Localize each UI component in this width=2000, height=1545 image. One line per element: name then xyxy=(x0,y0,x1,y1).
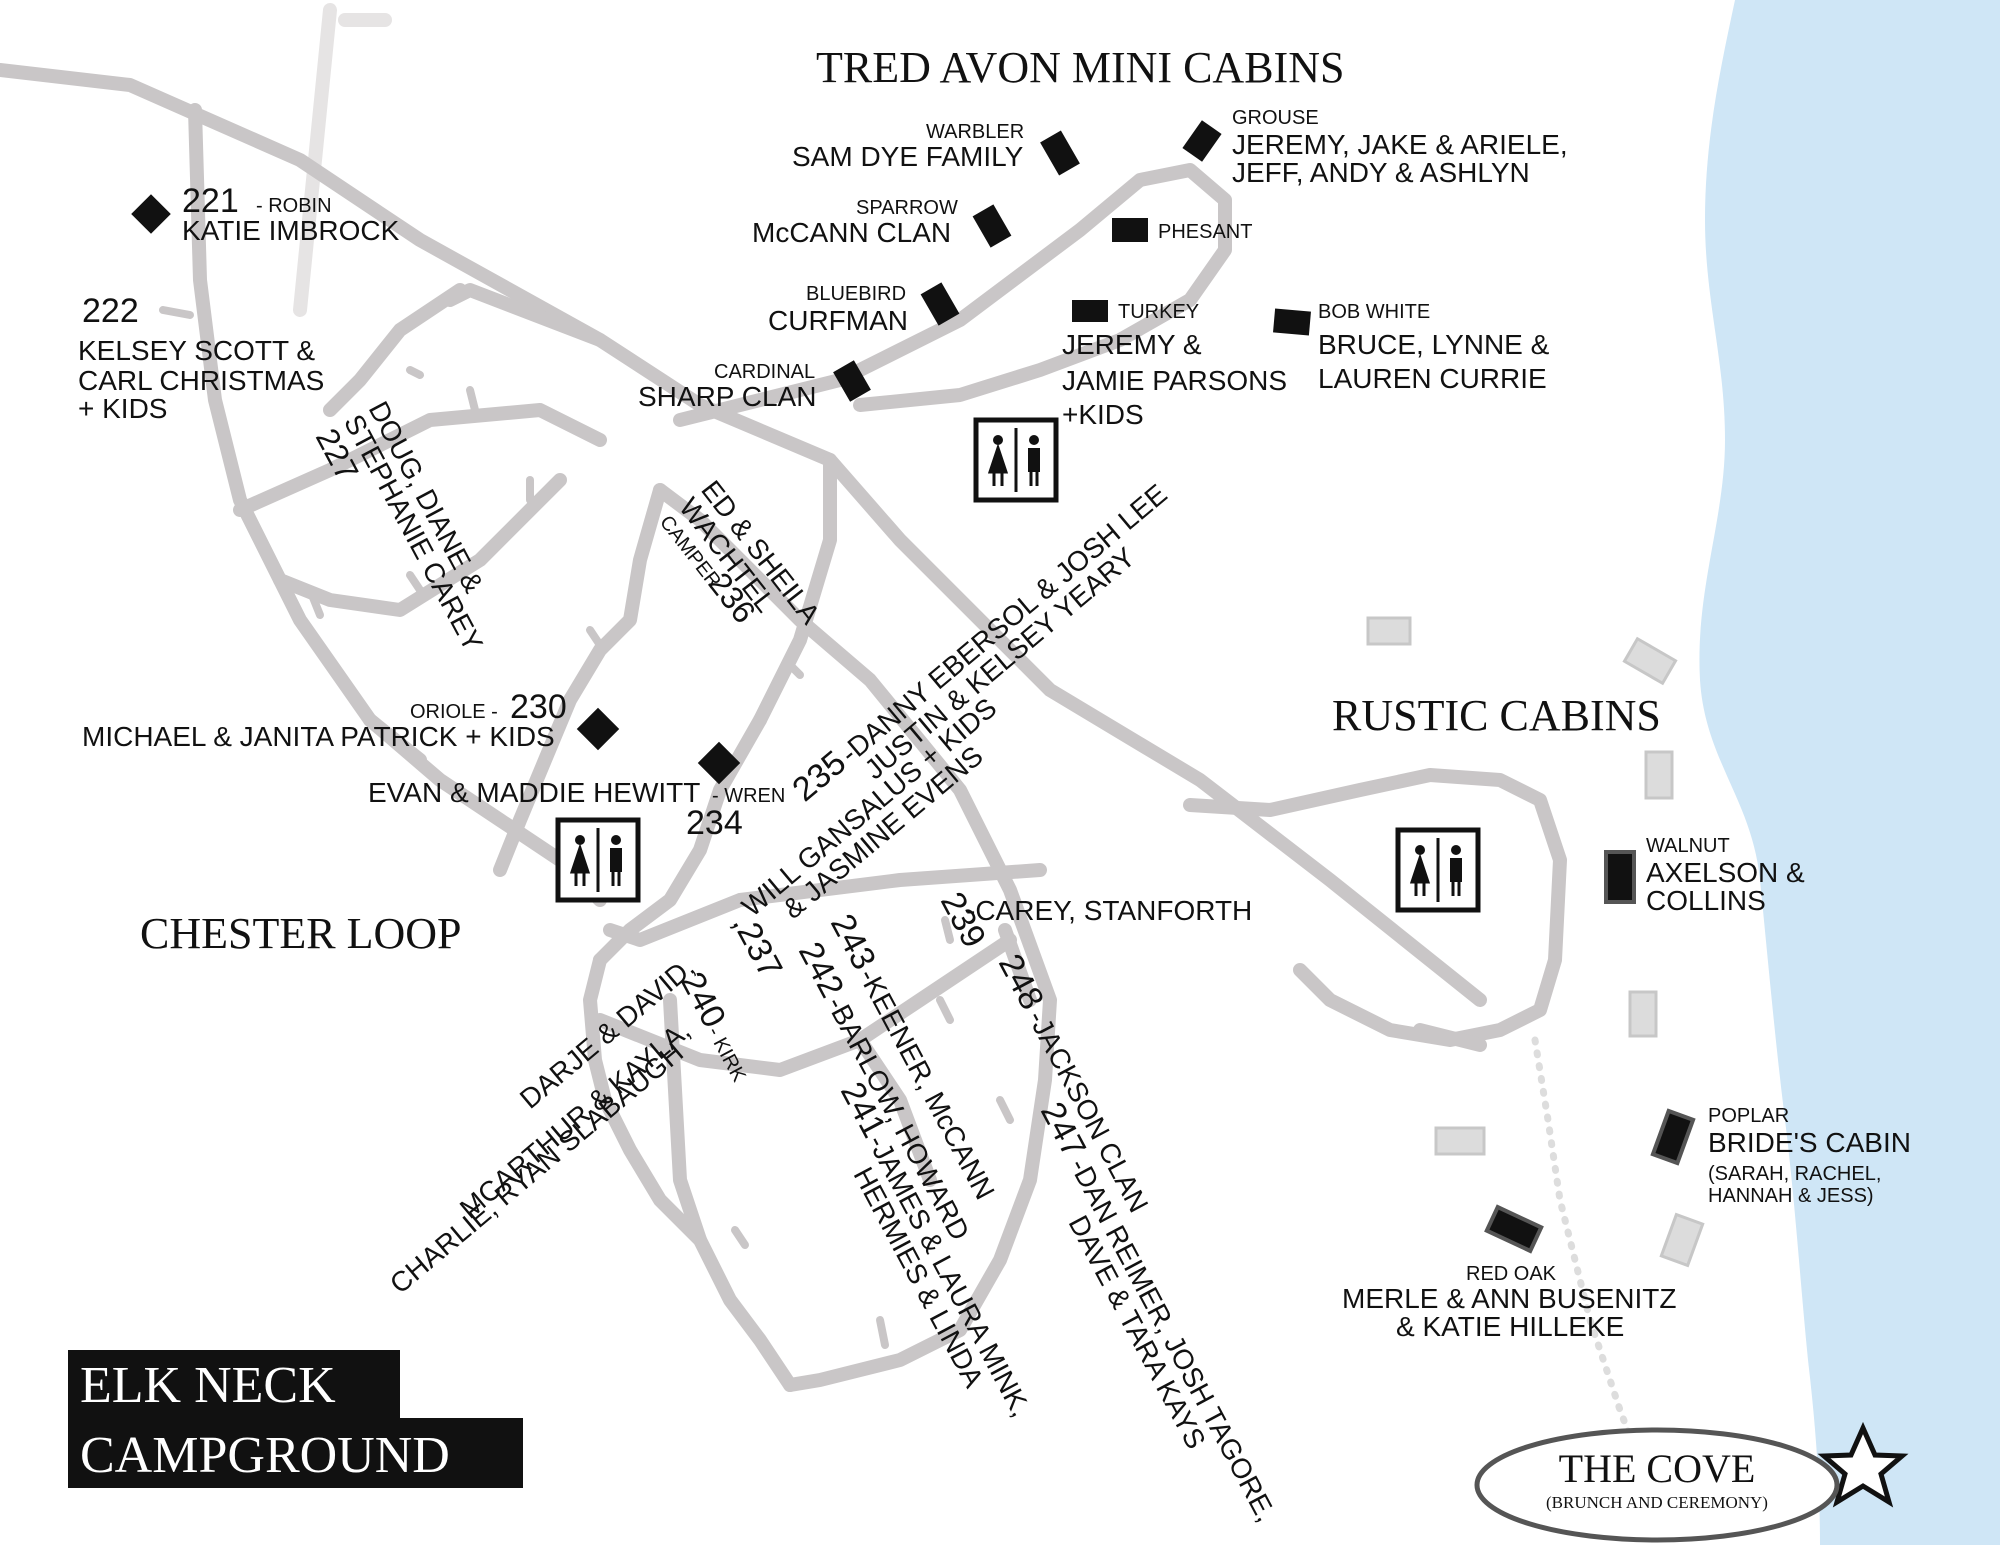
cabin-phesant-marker xyxy=(1112,218,1148,242)
cabin-walnut-line2: COLLINS xyxy=(1646,885,1766,916)
cabin-poplar-marker xyxy=(1650,1108,1696,1166)
cabin-cardinal-tag: CARDINAL xyxy=(714,361,815,383)
cabin-warbler-tag: WARBLER xyxy=(926,121,1024,143)
site-221-tag: - ROBIN xyxy=(256,195,332,217)
cabin-walnut-marker xyxy=(1604,850,1636,904)
cabin-221-marker xyxy=(131,194,171,234)
restroom-icon xyxy=(555,817,641,903)
site-222-number: 222 xyxy=(82,292,139,330)
cabin-cardinal-marker xyxy=(833,360,871,402)
site-230-name: MICHAEL & JANITA PATRICK + KIDS xyxy=(82,721,555,752)
empty-rustic-cabins xyxy=(1366,616,1705,1268)
cabin-bobwhite-marker xyxy=(1273,308,1311,336)
site-234-name: EVAN & MADDIE HEWITT xyxy=(368,777,700,808)
title-tred-avon: TRED AVON MINI CABINS xyxy=(816,43,1344,92)
water-shoreline xyxy=(1699,0,2000,1545)
site-235-line2: JUSTIN & KELSEY YEARY xyxy=(859,541,1141,785)
restroom-icon xyxy=(1395,827,1481,913)
cabin-grouse-tag: GROUSE xyxy=(1232,107,1319,129)
cabin-walnut-tag: WALNUT xyxy=(1646,835,1730,857)
cabin-bobwhite-tag: BOB WHITE xyxy=(1318,301,1430,323)
campground-title-line2: CAMPGROUND xyxy=(80,1427,450,1484)
cabin-warbler-name: SAM DYE FAMILY xyxy=(792,141,1024,172)
campground-title-line1: ELK NECK xyxy=(80,1357,336,1414)
cove-title: THE COVE xyxy=(1559,1446,1756,1491)
restroom-icon xyxy=(973,417,1059,503)
site-spurs xyxy=(159,306,1014,1349)
cabin-redoak-line1: MERLE & ANN BUSENITZ xyxy=(1342,1283,1677,1314)
cabin-phesant-tag: PHESANT xyxy=(1158,221,1252,243)
cabin-grouse-marker xyxy=(1182,120,1222,162)
cabin-warbler-marker xyxy=(1040,130,1080,176)
site-221-name: KATIE IMBROCK xyxy=(182,215,400,246)
cabin-sparrow-name: McCANN CLAN xyxy=(752,217,951,248)
cabin-bobwhite-line2: LAUREN CURRIE xyxy=(1318,363,1547,394)
title-chester: CHESTER LOOP xyxy=(140,909,461,958)
path-to-cove xyxy=(1531,1036,1639,1454)
cabin-bluebird-tag: BLUEBIRD xyxy=(806,283,906,305)
cabin-poplar-line3: HANNAH & JESS) xyxy=(1708,1185,1874,1207)
cabin-poplar-line1: BRIDE'S CABIN xyxy=(1708,1127,1911,1158)
cabin-redoak-marker xyxy=(1484,1204,1544,1254)
cabin-poplar-tag: POPLAR xyxy=(1708,1105,1789,1127)
site-247-line1: -DAN REIMER, JOSH TAGORE, xyxy=(1064,1153,1282,1527)
cove-subtitle: (BRUNCH AND CEREMONY) xyxy=(1546,1493,1768,1512)
cabin-grouse-line1: JEREMY, JAKE & ARIELE, xyxy=(1232,129,1568,160)
cabin-turkey-tag: TURKEY xyxy=(1118,301,1199,323)
campground-title-box-2 xyxy=(68,1418,523,1488)
cabin-turkey-line1: JEREMY & xyxy=(1062,329,1202,360)
cabin-sparrow-marker xyxy=(972,204,1012,248)
site-237-number: ,237 xyxy=(725,908,790,984)
cabin-redoak-tag: RED OAK xyxy=(1466,1263,1557,1285)
site-222-line2: CARL CHRISTMAS xyxy=(78,365,324,396)
site-241-line1: -JAMES & LAURA MINK, xyxy=(862,1129,1037,1421)
cabin-bluebird-name: CURFMAN xyxy=(768,305,908,336)
cabin-cardinal-name: SHARP CLAN xyxy=(638,381,816,412)
cabin-walnut-line1: AXELSON & xyxy=(1646,857,1805,888)
cabin-turkey-line3: +KIDS xyxy=(1062,399,1144,430)
site-239-name: -CAREY, STANFORTH xyxy=(966,895,1252,926)
site-234-number: 234 xyxy=(686,804,743,842)
title-rustic: RUSTIC CABINS xyxy=(1332,691,1661,740)
site-234-tag: - WREN xyxy=(712,785,785,807)
site-222-line3: + KIDS xyxy=(78,393,167,424)
site-230-number: 230 xyxy=(510,688,567,726)
star-icon xyxy=(1817,1421,1909,1508)
cabin-redoak-line2: & KATIE HILLEKE xyxy=(1396,1311,1624,1342)
roads xyxy=(0,3,1567,1392)
cabin-sparrow-tag: SPARROW xyxy=(856,197,958,219)
cabin-turkey-line2: JAMIE PARSONS xyxy=(1062,365,1287,396)
cabin-grouse-line2: JEFF, ANDY & ASHLYN xyxy=(1232,157,1530,188)
cabin-bluebird-marker xyxy=(920,282,960,326)
cove-oval xyxy=(1474,1427,1840,1543)
cabin-bobwhite-line1: BRUCE, LYNNE & xyxy=(1318,329,1550,360)
cabin-turkey-marker xyxy=(1072,300,1108,322)
campground-title-box-1 xyxy=(68,1350,400,1418)
site-221-number: 221 xyxy=(182,182,239,220)
cabin-230-marker xyxy=(576,707,620,751)
cabin-poplar-line2: (SARAH, RACHEL, xyxy=(1708,1163,1881,1185)
site-230-tag: ORIOLE - xyxy=(410,701,498,723)
site-222-line1: KELSEY SCOTT & xyxy=(78,335,315,366)
